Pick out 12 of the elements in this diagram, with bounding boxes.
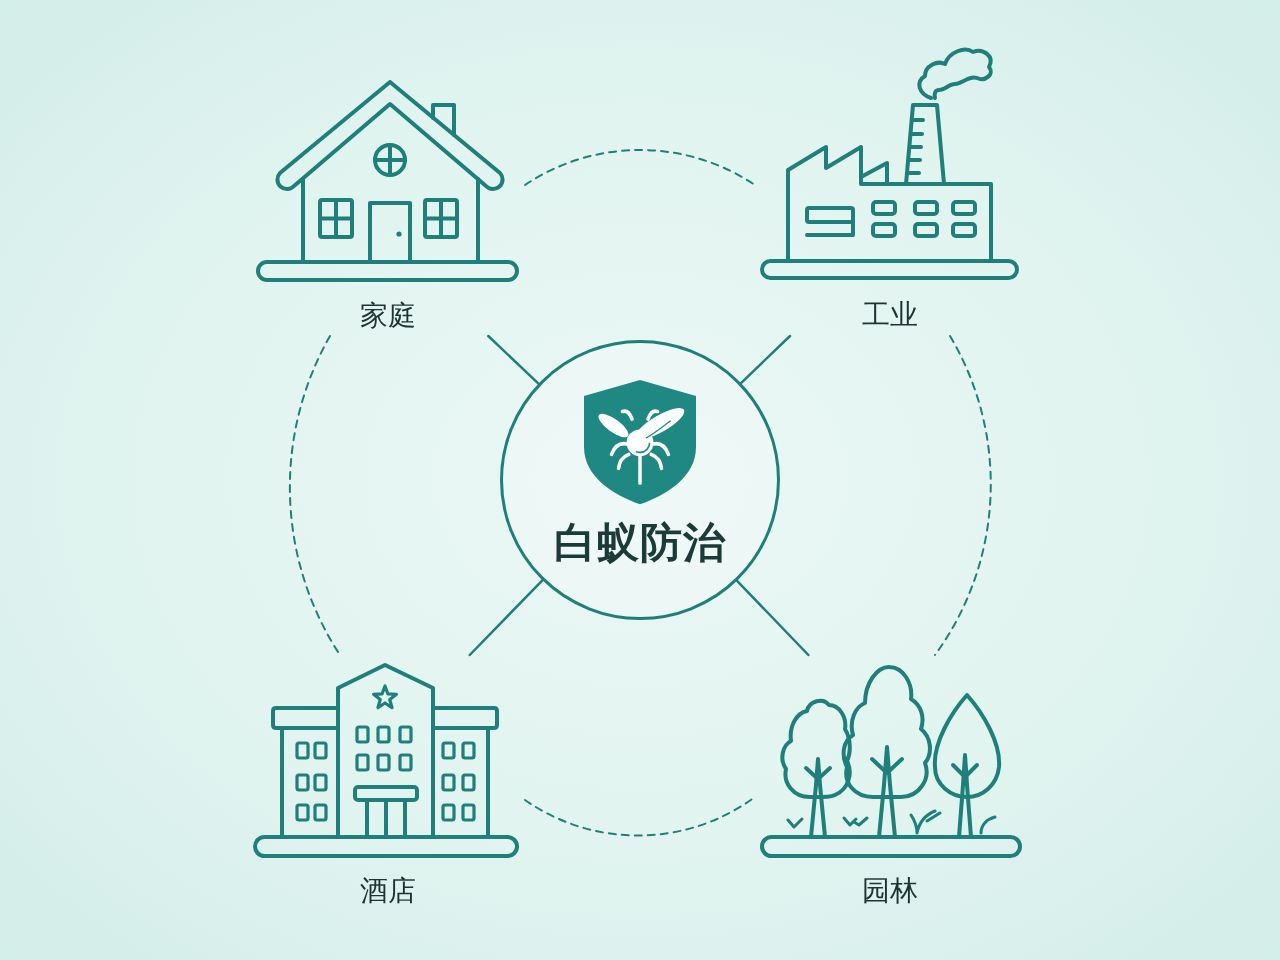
dashed-connector bbox=[524, 149, 756, 186]
connector-line bbox=[487, 334, 540, 385]
connector-line bbox=[739, 334, 792, 385]
dashed-connector bbox=[934, 335, 992, 656]
center-label: 白蚁防治 bbox=[554, 519, 726, 567]
category-label: 园林 bbox=[862, 874, 918, 908]
category-label: 工业 bbox=[862, 298, 918, 332]
category-label: 家庭 bbox=[359, 299, 416, 333]
connector-line bbox=[468, 579, 544, 657]
category-label: 酒店 bbox=[359, 874, 416, 908]
connector-line bbox=[735, 579, 810, 657]
dashed-connector bbox=[289, 335, 341, 656]
